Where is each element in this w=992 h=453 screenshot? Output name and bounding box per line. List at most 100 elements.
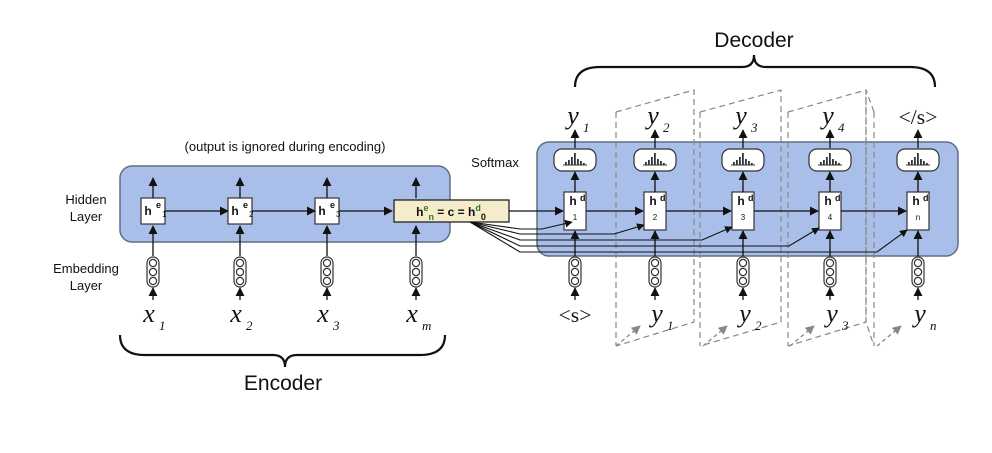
encoder-embedding-4 [409, 256, 423, 288]
encoder-embedding-1 [146, 256, 160, 288]
context-fan-line-2 [469, 221, 645, 235]
svg-text:h: h [737, 194, 744, 208]
softmax-box-4 [808, 148, 852, 172]
decoder-brace [573, 54, 937, 88]
svg-text:h: h [912, 194, 919, 208]
svg-text:e: e [243, 200, 248, 210]
svg-text:1: 1 [667, 318, 674, 333]
context-vector-box: hen = c = hd0 [393, 199, 510, 223]
svg-text:y: y [736, 299, 751, 328]
svg-text:y: y [823, 299, 838, 328]
svg-text:y: y [819, 101, 834, 130]
svg-text:h: h [569, 194, 576, 208]
svg-text:y: y [564, 101, 579, 130]
svg-text:1: 1 [583, 120, 590, 135]
svg-text:hen = c = hd0: hen = c = hd0 [416, 203, 486, 222]
softmax-box-2 [633, 148, 677, 172]
decoder-dashed-feedback-3 [787, 89, 867, 347]
svg-text:e: e [330, 200, 335, 210]
svg-text:4: 4 [828, 213, 833, 222]
svg-text:y: y [911, 299, 926, 328]
svg-text:h: h [649, 194, 656, 208]
svg-text:y: y [648, 299, 663, 328]
svg-text:x: x [405, 299, 418, 328]
encoder-embedding-2 [233, 256, 247, 288]
encoder-brace [118, 334, 447, 368]
embedding-layer-label-line1: Embedding [53, 261, 119, 276]
encoder-embedding-3 [320, 256, 334, 288]
decoder-input-1: <s> [559, 303, 592, 327]
decoder-dashed-feedback-4 [865, 89, 875, 347]
svg-text:3: 3 [741, 213, 746, 222]
decoder-embedding-4 [823, 256, 837, 288]
decoder-dashed-feedback-2 [699, 89, 782, 347]
svg-text:4: 4 [838, 120, 845, 135]
embedding-layer-label-line2: Layer [70, 278, 103, 293]
softmax-box-1 [553, 148, 597, 172]
decoder-embedding-5 [911, 256, 925, 288]
context-fan-line-1 [469, 219, 573, 230]
encoder-title: Encoder [244, 372, 322, 395]
svg-text:d: d [748, 193, 754, 203]
svg-text:3: 3 [336, 210, 341, 219]
svg-text:x: x [229, 299, 242, 328]
svg-text:2: 2 [246, 318, 253, 333]
hidden-layer-label-line1: Hidden [65, 192, 106, 207]
svg-text:y: y [644, 101, 659, 130]
svg-text:</s>: </s> [899, 105, 938, 129]
feedback-arrow-4 [876, 325, 902, 347]
softmax-box-5 [896, 148, 940, 172]
hidden-layer-label-line2: Layer [70, 209, 103, 224]
svg-text:2: 2 [653, 213, 658, 222]
softmax-box-3 [721, 148, 765, 172]
decoder-output-5: </s> [899, 105, 938, 129]
svg-text:d: d [580, 193, 586, 203]
svg-text:m: m [422, 318, 431, 333]
svg-text:2: 2 [249, 210, 254, 219]
svg-text:x: x [142, 299, 155, 328]
feedback-arrow-2 [702, 325, 728, 347]
svg-text:3: 3 [750, 120, 758, 135]
svg-text:h: h [144, 204, 151, 218]
output-ignored-note: (output is ignored during encoding) [185, 139, 386, 154]
svg-text:3: 3 [841, 318, 849, 333]
svg-text:d: d [923, 193, 929, 203]
svg-text:d: d [660, 193, 666, 203]
svg-text:1: 1 [162, 210, 167, 219]
decoder-embedding-2 [648, 256, 662, 288]
svg-text:d: d [835, 193, 841, 203]
svg-text:y: y [732, 101, 747, 130]
svg-text:1: 1 [573, 213, 578, 222]
svg-text:2: 2 [755, 318, 762, 333]
context-fan-line-3 [469, 221, 733, 241]
svg-text:n: n [916, 213, 920, 222]
svg-text:n: n [930, 318, 937, 333]
decoder-dashed-feedback-1 [615, 89, 695, 347]
decoder-embedding-3 [736, 256, 750, 288]
svg-text:e: e [156, 200, 161, 210]
feedback-arrow-1 [615, 325, 641, 347]
svg-text:h: h [231, 204, 238, 218]
feedback-arrow-3 [789, 325, 815, 347]
svg-text:1: 1 [159, 318, 166, 333]
